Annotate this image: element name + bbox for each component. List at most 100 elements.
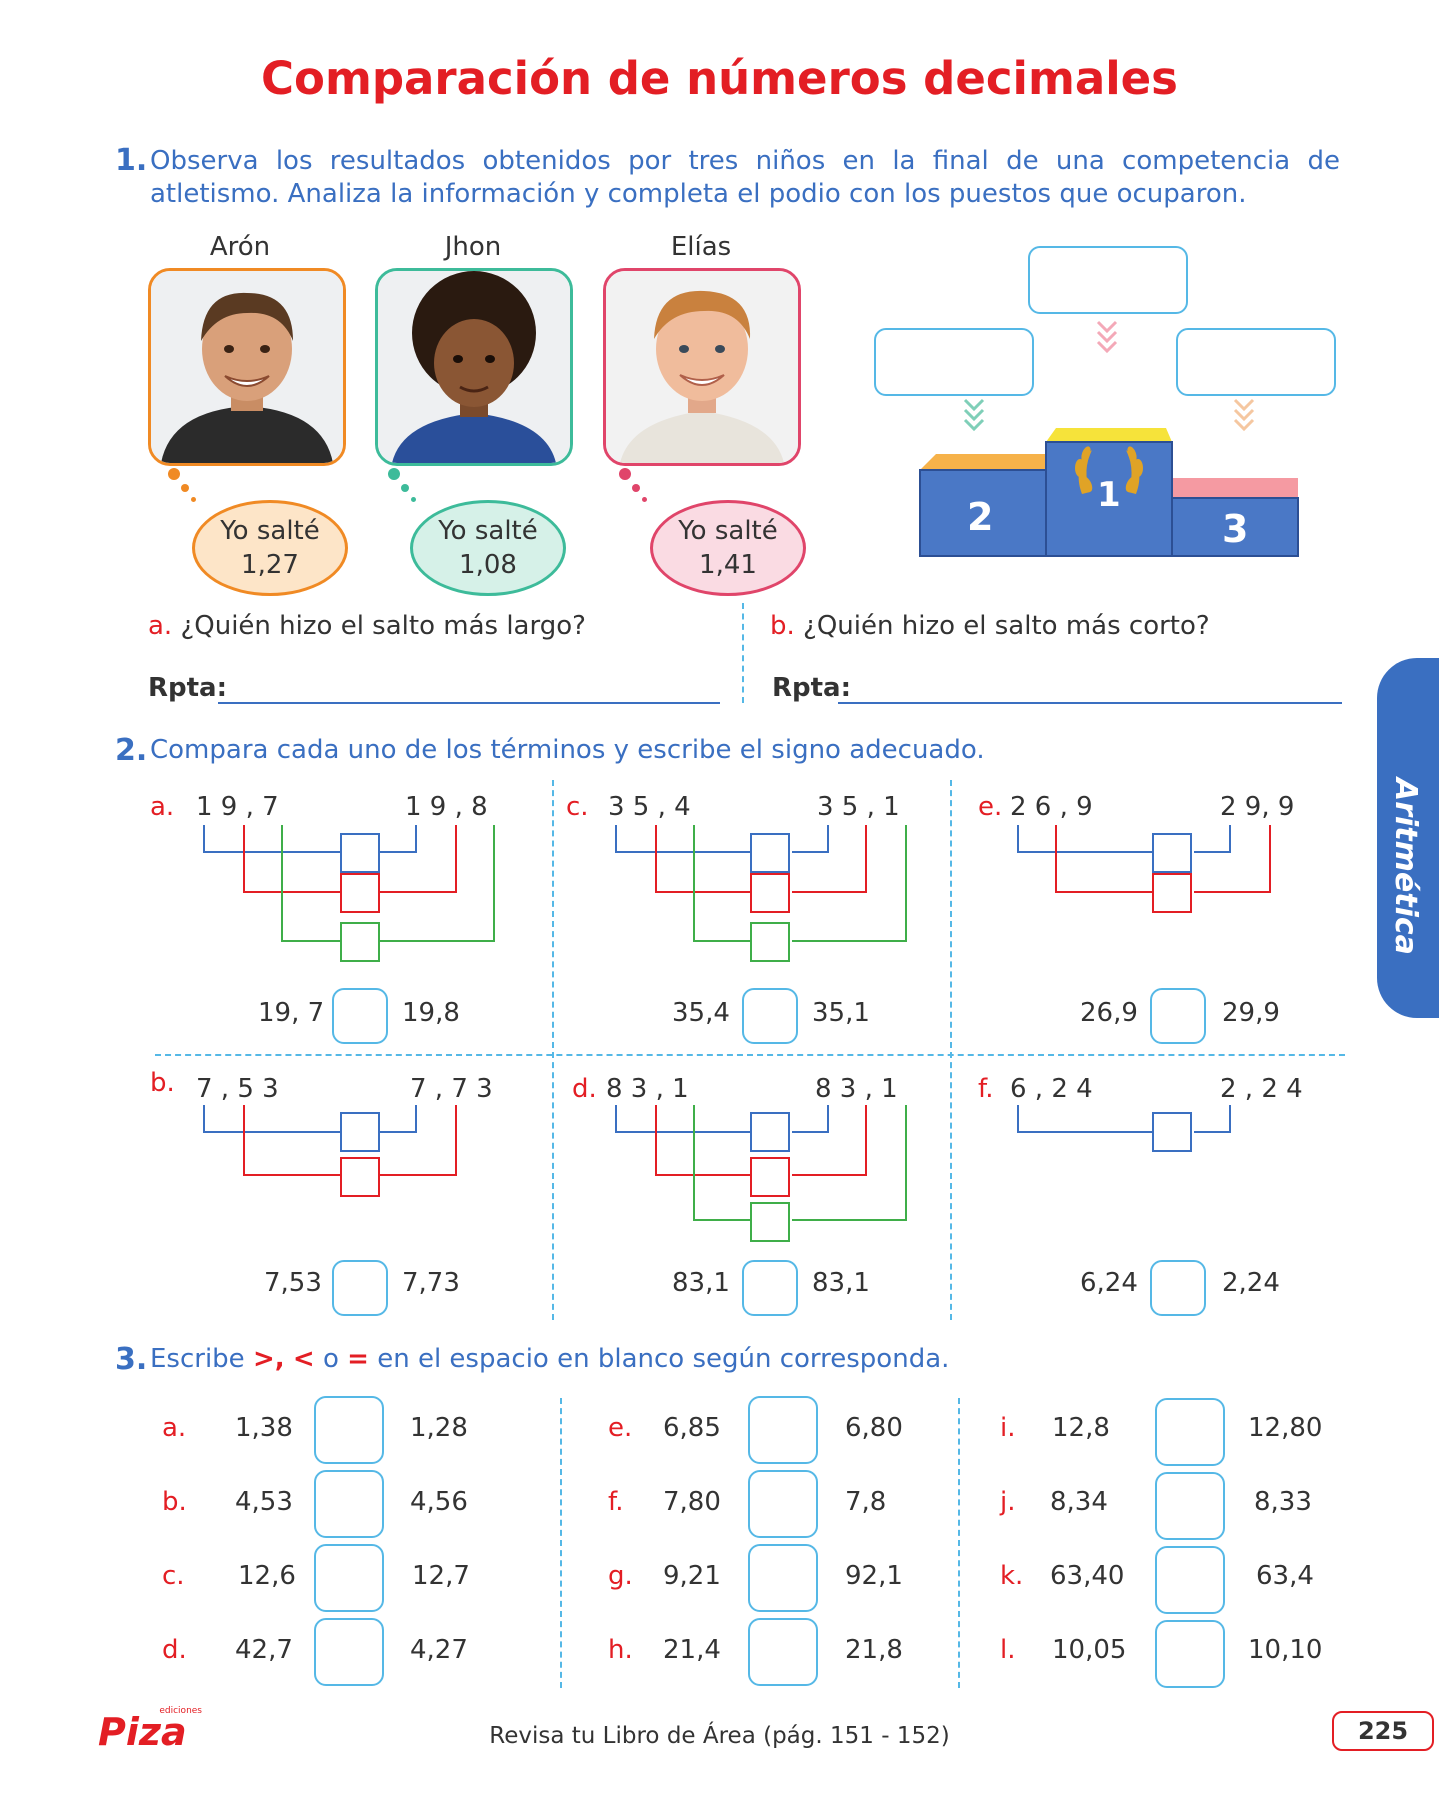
sign-box-2b[interactable]	[332, 1260, 388, 1316]
item-2c-value-a: 35,4	[672, 998, 730, 1028]
boy-portrait-icon	[151, 271, 343, 463]
question-1b-text: ¿Quién hizo el salto más corto?	[803, 611, 1210, 641]
thought-dot	[401, 484, 409, 492]
q3-answer-box[interactable]	[1155, 1398, 1225, 1466]
q3-value-b: 4,27	[410, 1635, 468, 1665]
q3-answer-box[interactable]	[314, 1396, 384, 1464]
compare-box-tens[interactable]	[750, 873, 790, 913]
thought-dot	[642, 497, 647, 502]
q3-answer-box[interactable]	[1155, 1546, 1225, 1614]
q3-letter: e.	[608, 1413, 633, 1443]
compare-box-tens[interactable]	[750, 1157, 790, 1197]
speech-bubble-aron: Yo salté 1,27	[192, 500, 348, 596]
q3-value-b: 6,80	[845, 1413, 903, 1443]
bubble-line-2: 1,27	[241, 550, 299, 580]
item-2d-right: 8 3 , 1	[815, 1074, 898, 1104]
bracket-diagram-2a	[203, 825, 495, 942]
podium-second-answer-box[interactable]	[874, 328, 1034, 396]
sign-box-2e[interactable]	[1150, 988, 1206, 1044]
question-3-text-part: o	[322, 1344, 339, 1374]
q3-value-b: 10,10	[1248, 1635, 1323, 1665]
q3-letter: j.	[1000, 1487, 1016, 1517]
question-1-number: 1.	[115, 143, 148, 178]
page-title: Comparación de números decimales	[261, 52, 1178, 105]
q3-answer-box[interactable]	[1155, 1620, 1225, 1688]
item-2e-value-a: 26,9	[1080, 998, 1138, 1028]
item-2e-left: 2 6 , 9	[1010, 792, 1093, 822]
side-tab-label: Aritmética	[1388, 778, 1423, 955]
bubble-line-1: Yo salté	[438, 516, 538, 546]
speech-bubble-jhon: Yo salté 1,08	[410, 500, 566, 596]
podium-first-answer-box[interactable]	[1028, 246, 1188, 314]
kid-name-jhon: Jhon	[444, 232, 502, 262]
q3-value-b: 63,4	[1256, 1561, 1314, 1591]
item-2f-right: 2 , 2 4	[1220, 1074, 1303, 1104]
q3-answer-box[interactable]	[314, 1470, 384, 1538]
item-2f-left: 6 , 2 4	[1010, 1074, 1093, 1104]
compare-box-tens[interactable]	[1152, 873, 1192, 913]
q3-letter: a.	[162, 1413, 187, 1443]
q3-answer-box[interactable]	[1155, 1472, 1225, 1540]
q3-value-a: 8,34	[1050, 1487, 1108, 1517]
q3-answer-box[interactable]	[748, 1544, 818, 1612]
q3-answer-box[interactable]	[748, 1470, 818, 1538]
compare-box-tenths[interactable]	[340, 1157, 380, 1197]
question-3-text-part: en el espacio en blanco según correspond…	[377, 1344, 950, 1374]
compare-box-units[interactable]	[750, 1112, 790, 1152]
q3-letter: c.	[162, 1561, 185, 1591]
bubble-line-2: 1,41	[699, 550, 757, 580]
q3-answer-box[interactable]	[748, 1396, 818, 1464]
question-3-number: 3.	[115, 1342, 148, 1377]
thought-dot	[168, 468, 180, 480]
q3-value-a: 21,4	[663, 1635, 721, 1665]
compare-box-tenths[interactable]	[750, 1202, 790, 1242]
thought-dot	[388, 468, 400, 480]
compare-box-units[interactable]	[750, 833, 790, 873]
q3-letter: l.	[1000, 1635, 1016, 1665]
podium-third-label: 3	[1222, 507, 1249, 551]
answer-line-a[interactable]	[218, 702, 720, 704]
q3-value-b: 92,1	[845, 1561, 903, 1591]
q3-letter: k.	[1000, 1561, 1024, 1591]
podium-third-answer-box[interactable]	[1176, 328, 1336, 396]
q3-letter: h.	[608, 1635, 633, 1665]
sign-box-2c[interactable]	[742, 988, 798, 1044]
publisher-logo: ediciones Piza	[98, 1706, 202, 1754]
item-2b-value-a: 7,53	[264, 1268, 322, 1298]
compare-box-units[interactable]	[1152, 833, 1192, 873]
divider	[155, 1054, 1345, 1056]
photo-elias	[603, 268, 801, 466]
sign-box-2f[interactable]	[1150, 1260, 1206, 1316]
q3-value-a: 4,53	[235, 1487, 293, 1517]
kid-name-aron: Arón	[209, 232, 271, 262]
rpta-label-a: Rpta:	[148, 673, 228, 703]
publisher-logo-text: Piza	[98, 1710, 187, 1754]
q3-letter: b.	[162, 1487, 187, 1517]
q3-answer-box[interactable]	[314, 1618, 384, 1686]
podium-first-label: 1	[1097, 475, 1121, 515]
q3-answer-box[interactable]	[314, 1544, 384, 1612]
item-2b-value-b: 7,73	[402, 1268, 460, 1298]
thought-dot	[181, 484, 189, 492]
item-2d-value-b: 83,1	[812, 1268, 870, 1298]
compare-box-tenths[interactable]	[340, 922, 380, 962]
q3-value-a: 10,05	[1052, 1635, 1127, 1665]
compare-box-units[interactable]	[1152, 1112, 1192, 1152]
publisher-logo-small: ediciones	[159, 1706, 202, 1716]
item-2c-letter: c.	[566, 792, 589, 822]
speech-bubble-elias: Yo salté 1,41	[650, 500, 806, 596]
sign-box-2a[interactable]	[332, 988, 388, 1044]
compare-box-tenths[interactable]	[750, 922, 790, 962]
thought-dot	[411, 497, 416, 502]
q3-answer-box[interactable]	[748, 1618, 818, 1686]
q3-letter: g.	[608, 1561, 633, 1591]
answer-line-b[interactable]	[838, 702, 1342, 704]
q3-value-b: 1,28	[410, 1413, 468, 1443]
compare-box-tens[interactable]	[340, 873, 380, 913]
q3-value-b: 7,8	[845, 1487, 887, 1517]
compare-box-units[interactable]	[340, 1112, 380, 1152]
question-2-number: 2.	[115, 733, 148, 768]
q3-value-a: 1,38	[235, 1413, 293, 1443]
sign-box-2d[interactable]	[742, 1260, 798, 1316]
compare-box-units[interactable]	[340, 833, 380, 873]
